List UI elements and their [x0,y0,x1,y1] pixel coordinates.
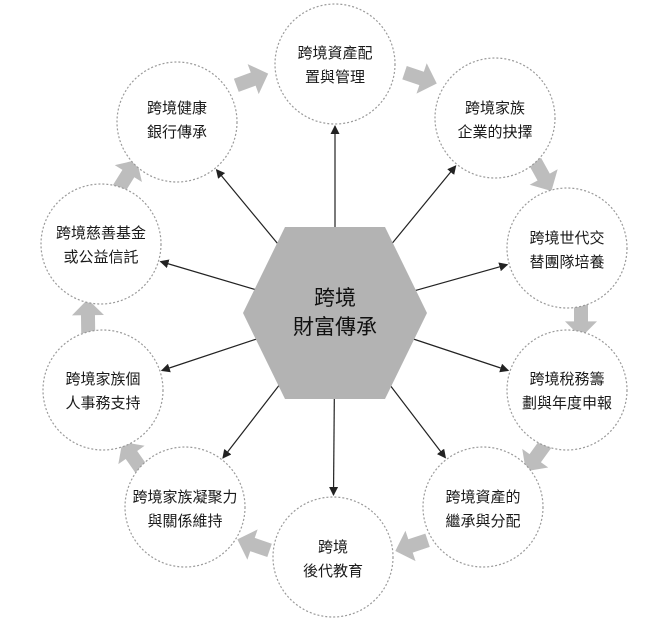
cycle-arrow-0 [402,63,437,94]
node-successor-team: 跨境世代交 替團隊培養 [506,187,628,309]
node-label-line2: 繼承與分配 [445,512,520,530]
node-circle [124,446,246,568]
node-label-line1: 跨境健康 [147,99,207,117]
node-label-line2: 銀行傳承 [147,123,207,141]
cycle-arrow-7 [71,299,104,334]
center-hexagon-group: 跨境 財富傳承 [243,227,427,399]
node-label-line2: 企業的抉擇 [457,123,532,141]
node-label-line2: 劃與年度申報 [522,394,612,412]
node-label-line1: 跨境家族個 [65,370,140,388]
node-label-line1: 跨境世代交 [529,229,604,247]
node-family-business: 跨境家族 企業的抉擇 [434,57,556,179]
node-tax-planning: 跨境稅務籌 劃與年度申報 [506,329,628,451]
node-charity-trust: 跨境慈善基金 或公益信託 [40,183,162,305]
node-circle [422,446,544,568]
node-label-line2: 人事務支持 [65,394,140,412]
node-circle [116,61,238,183]
node-label-line1: 跨境稅務籌 [529,370,604,388]
node-label-line1: 跨境家族凝聚力 [132,488,237,506]
node-label-line2: 置與管理 [305,68,365,86]
node-circle [506,187,628,309]
node-circle [506,329,628,451]
node-label-line2: 替團隊培養 [529,253,604,271]
node-circle [272,496,394,618]
node-label-line1: 跨境資產配 [297,44,372,62]
center-hexagon [243,227,427,399]
node-asset-allocation: 跨境資產配 置與管理 [274,3,396,125]
node-label-line1: 跨境家族 [465,99,525,117]
node-label-line1: 跨境 [318,538,348,556]
center-title-line2: 財富傳承 [293,315,377,339]
cycle-arrow-8 [112,160,142,193]
node-personal-affairs: 跨境家族個 人事務支持 [42,329,164,451]
cycle-arrow-6 [118,441,148,474]
node-asset-inheritance: 跨境資產的 繼承與分配 [422,446,544,568]
node-label-line2: 後代教育 [303,562,363,580]
node-label-line2: 與關係維持 [147,512,222,530]
cycle-arrow-4 [395,530,430,562]
node-next-gen-education: 跨境 後代教育 [272,496,394,618]
node-circle [274,3,396,125]
cycle-arrow-3 [522,439,552,472]
node-label-line1: 跨境資產的 [445,488,520,506]
cycle-arrow-1 [528,157,558,192]
cycle-arrows [71,63,597,562]
node-circle [42,329,164,451]
node-circle [434,57,556,179]
node-health-banking: 跨境健康 銀行傳承 [116,61,238,183]
node-family-cohesion: 跨境家族凝聚力 與關係維持 [124,446,246,568]
node-label-line1: 跨境慈善基金 [56,224,146,242]
cycle-arrow-2 [565,303,597,338]
node-circle [40,183,162,305]
cycle-arrow-5 [237,529,272,560]
cycle-arrow-9 [233,64,269,95]
node-label-line2: 或公益信託 [63,248,138,266]
center-title-line1: 跨境 [314,286,356,310]
